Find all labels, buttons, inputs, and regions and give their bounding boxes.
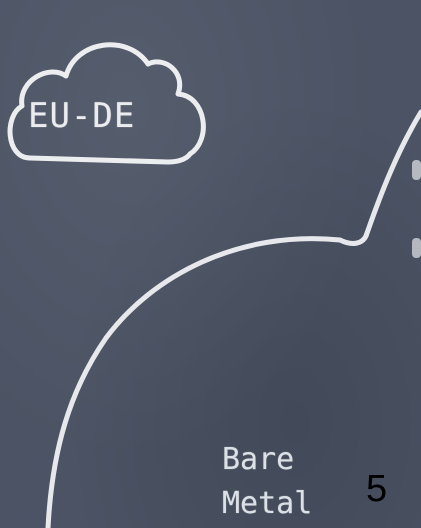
- edge-chalk-mark-top: [412, 160, 421, 180]
- page-number: 5: [366, 468, 388, 510]
- bare-metal-line-1: Bare: [222, 442, 295, 477]
- region-outline: [45, 109, 421, 528]
- bare-metal-line-2: Metal: [222, 486, 313, 521]
- cloud-icon: [7, 42, 206, 165]
- cloud-region-label: EU-DE: [28, 96, 136, 136]
- edge-chalk-mark-bottom: [412, 238, 421, 258]
- bare-metal-label: Bare Metal: [222, 438, 342, 526]
